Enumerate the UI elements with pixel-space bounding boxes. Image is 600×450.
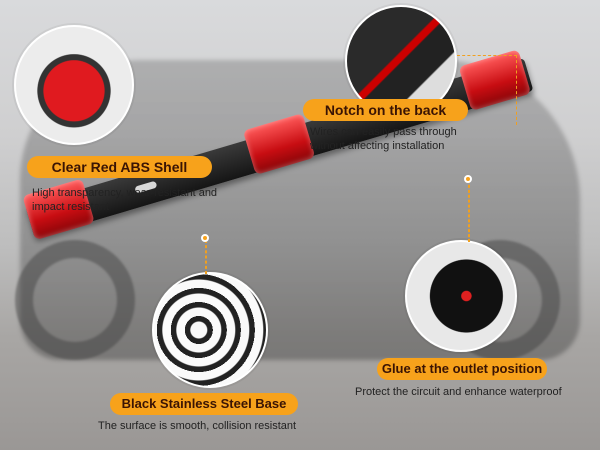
leader-line xyxy=(205,240,207,274)
callout-dot xyxy=(201,234,209,242)
callout-dot xyxy=(464,175,472,183)
detail-circle-glue xyxy=(405,240,517,352)
feature-desc-notch: Wires can easily pass through without af… xyxy=(310,126,457,152)
feature-desc-shell: High transparency, wear-resistant and im… xyxy=(32,187,218,213)
feature-title-base: Black Stainless Steel Base xyxy=(110,393,298,415)
car-wheel-left xyxy=(15,240,135,360)
feature-title-glue: Glue at the outlet position xyxy=(377,358,547,380)
leader-line xyxy=(468,180,470,242)
feature-desc-base: The surface is smooth, collision resista… xyxy=(98,420,297,432)
feature-title-shell: Clear Red ABS Shell xyxy=(27,156,212,178)
feature-desc-glue: Protect the circuit and enhance waterpro… xyxy=(355,386,562,398)
detail-circle-base xyxy=(152,272,268,388)
detail-circle-shell xyxy=(14,25,134,145)
leader-line xyxy=(457,55,517,125)
feature-title-notch: Notch on the back xyxy=(303,99,468,121)
